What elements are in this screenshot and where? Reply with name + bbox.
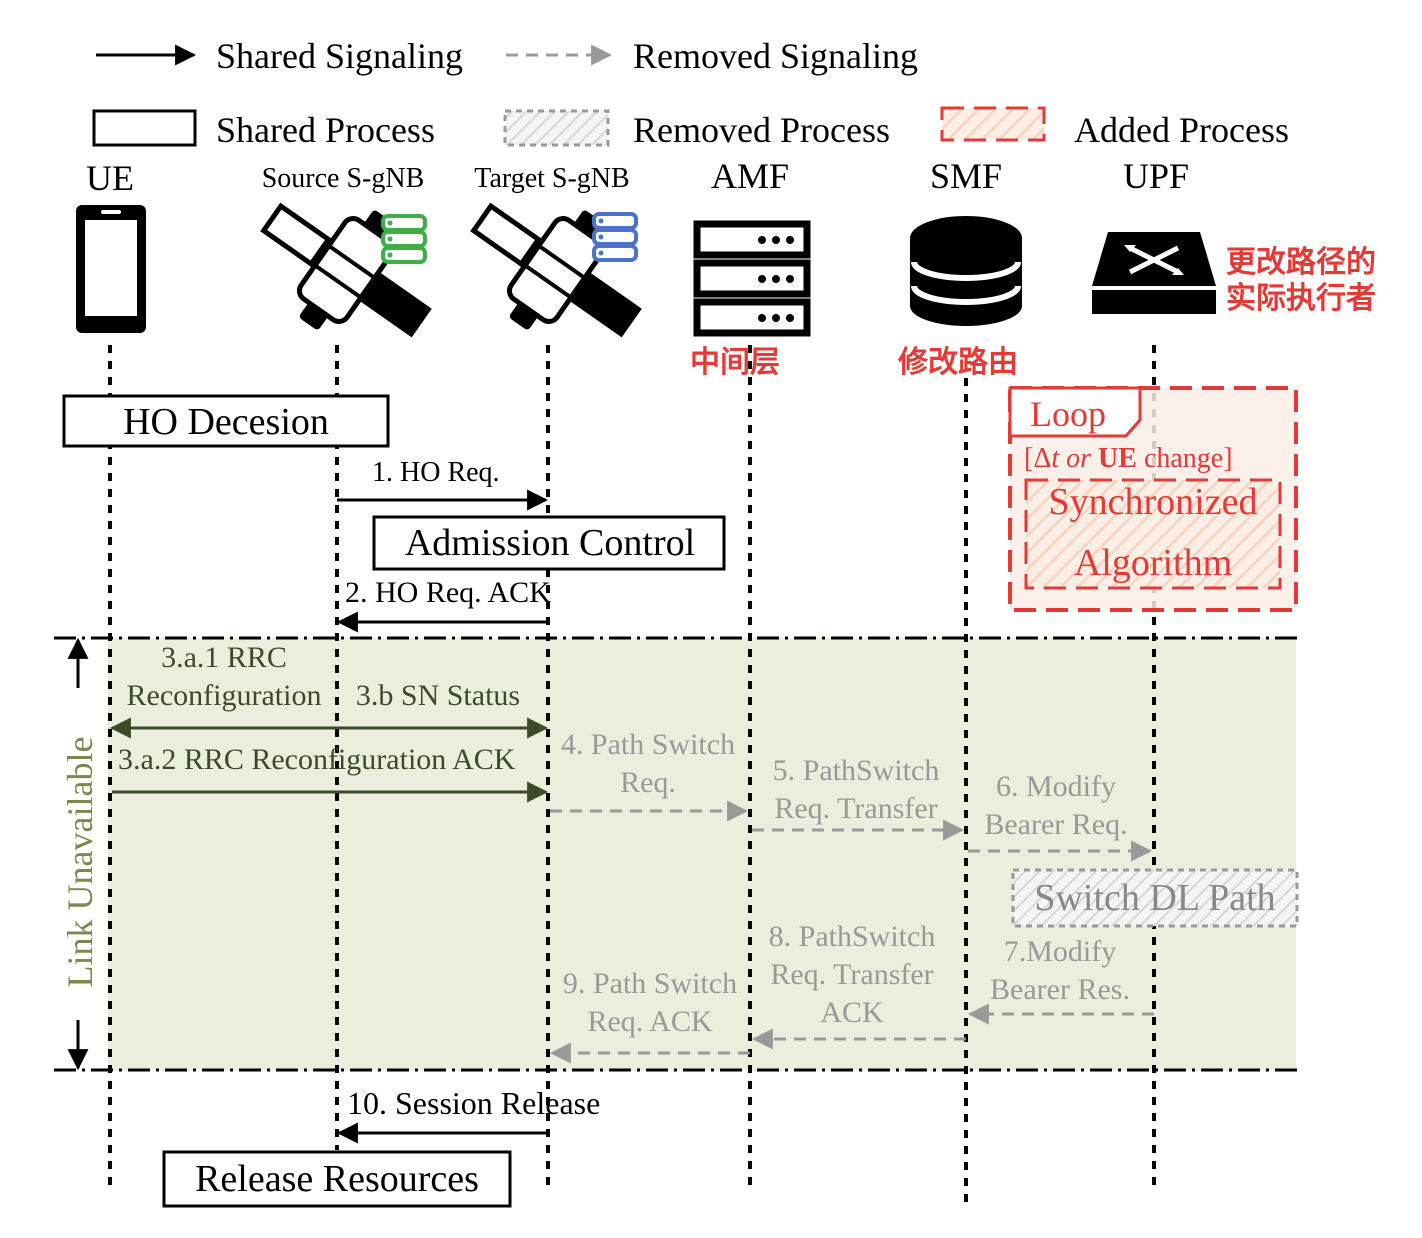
target-satellite-icon: [470, 202, 642, 338]
msg10-label: 10. Session Release: [347, 1085, 600, 1121]
shared-process-swatch: [92, 109, 197, 147]
database-icon: [910, 216, 1022, 326]
msg3a1-label-line1: 3.a.1 RRC: [161, 641, 287, 674]
msg2-label: 2. HO Req. ACK: [345, 576, 551, 609]
entity-ue-label: UE: [86, 158, 134, 198]
removed-process-swatch: [503, 109, 610, 147]
msg8-label-line3: ACK: [820, 996, 884, 1029]
switch-dl-path-label: Switch DL Path: [1034, 877, 1275, 919]
admission-control-box: [372, 515, 726, 571]
synchronized-algorithm-box: [1024, 478, 1282, 590]
link-unavailable-zone: [108, 638, 1296, 1070]
msg1-label: 1. HO Req.: [372, 457, 500, 488]
msg3b-label: 3.b SN Status: [356, 679, 520, 712]
msg3a1-label-line2: Reconfiguration: [127, 679, 322, 712]
msg7-label-line1: 7.Modify: [1004, 935, 1117, 968]
msg4-label-line1: 4. Path Switch: [561, 728, 735, 761]
upf-annotation-line2: 实际执行者: [1226, 281, 1376, 316]
source-satellite-icon: [260, 202, 432, 338]
msg4-label-line2: Req.: [620, 766, 676, 799]
entity-source-gnb-label: Source S-gNB: [262, 163, 425, 194]
entity-target-gnb-label: Target S-gNB: [474, 163, 629, 194]
target-database-icon: [592, 212, 638, 262]
loop-frame: Loop [Δt or UE change] Synchronized Algo…: [1008, 386, 1298, 612]
entity-labels: UE Source S-gNB Target S-gNB AMF SMF UPF: [86, 156, 1189, 198]
release-resources-label: Release Resources: [195, 1158, 479, 1200]
ho-decision-box: [62, 394, 390, 448]
smf-annotation: 修改路由: [897, 345, 1018, 380]
legend-added-process: Added Process: [1074, 110, 1289, 150]
msg9-label-line1: 9. Path Switch: [563, 967, 737, 1000]
server-icon: [693, 220, 811, 337]
amf-annotation: 中间层: [690, 345, 780, 380]
msg7-label-line2: Bearer Res.: [990, 973, 1130, 1006]
entity-upf-label: UPF: [1123, 156, 1189, 196]
entity-amf-label: AMF: [711, 156, 789, 196]
msg6-label-line1: 6. Modify: [996, 770, 1116, 803]
lifelines: [108, 345, 1156, 1205]
legend-shared-signaling: Shared Signaling: [216, 36, 463, 76]
sync-algorithm-line1: Synchronized: [1049, 481, 1258, 523]
entity-smf-label: SMF: [930, 156, 1002, 196]
msg8-label-line2: Req. Transfer: [770, 958, 933, 991]
phone-icon: [76, 205, 146, 333]
legend-removed-signaling: Removed Signaling: [633, 36, 918, 76]
router-icon: [1092, 232, 1216, 314]
link-unavailable-label: Link Unavailable: [60, 737, 100, 988]
legend-removed-process: Removed Process: [633, 110, 890, 150]
legend-shared-process: Shared Process: [216, 110, 435, 150]
upf-annotation-line1: 更改路径的: [1226, 245, 1376, 280]
legend: Shared Signaling Removed Signaling Share…: [92, 36, 1289, 150]
msg3a2-label: 3.a.2 RRC Reconfiguration ACK: [118, 743, 516, 776]
ho-decision-label: HO Decesion: [123, 401, 329, 443]
msg5-label-line2: Req. Transfer: [774, 792, 937, 825]
release-resources-box: [162, 1150, 512, 1208]
source-database-icon: [381, 214, 427, 264]
switch-dl-path-box: [1011, 868, 1299, 928]
admission-control-label: Admission Control: [405, 522, 695, 564]
msg8-label-line1: 8. PathSwitch: [769, 920, 936, 953]
loop-condition: [Δt or UE change]: [1024, 443, 1233, 474]
msg5-label-line1: 5. PathSwitch: [773, 754, 940, 787]
added-process-swatch: [940, 106, 1046, 142]
sync-algorithm-line2: Algorithm: [1074, 542, 1232, 584]
loop-label: Loop: [1030, 394, 1106, 434]
msg6-label-line2: Bearer Req.: [984, 808, 1127, 841]
msg9-label-line2: Req. ACK: [587, 1005, 712, 1038]
